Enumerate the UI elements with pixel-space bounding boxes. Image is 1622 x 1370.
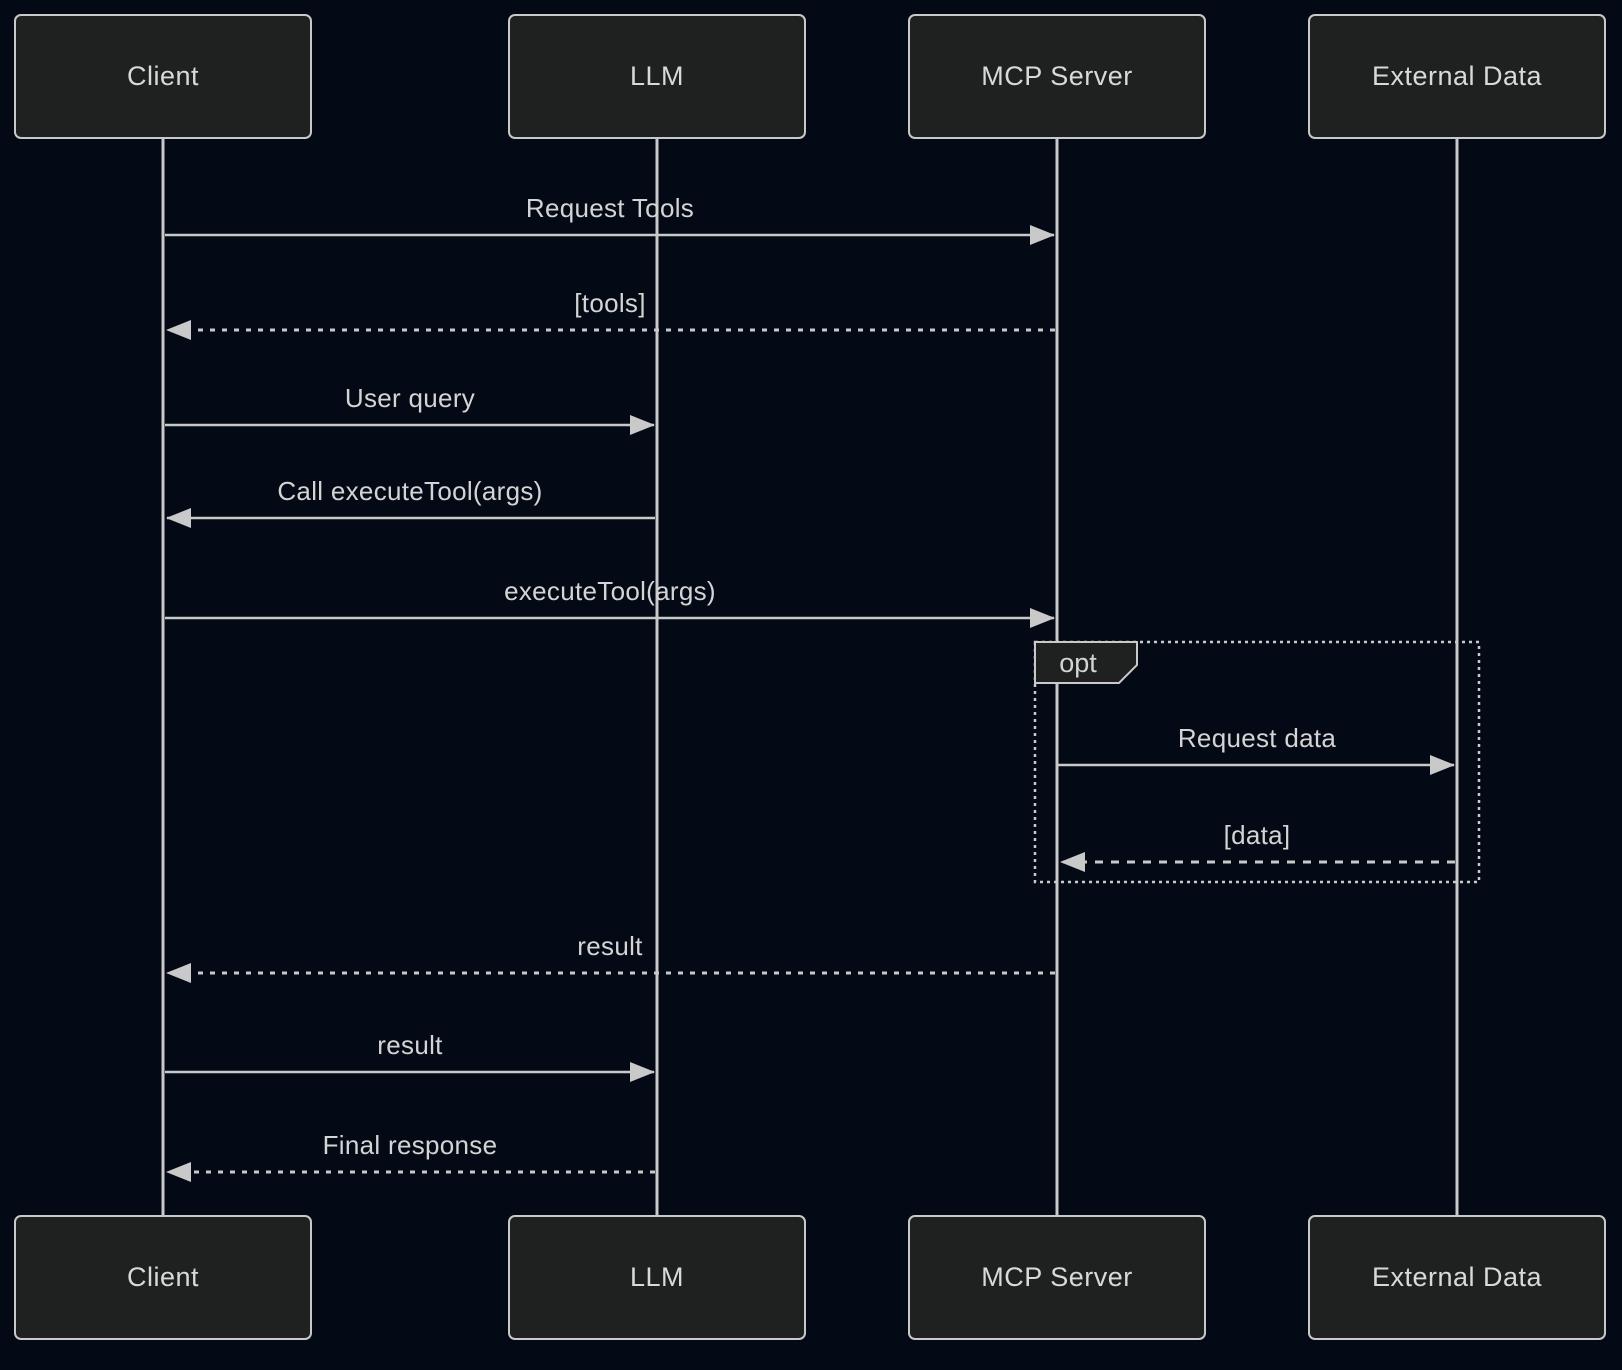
message-label-call-executetool: Call executeTool(args)	[277, 476, 543, 506]
message-label-request-data: Request data	[1177, 723, 1337, 753]
opt-fragment-tab	[1034, 641, 1138, 684]
actor-box-mcp-server-top: MCP Server	[908, 14, 1206, 139]
actor-box-llm-top: LLM	[508, 14, 806, 139]
message-label-executetool: executeTool(args)	[504, 576, 716, 606]
actor-box-llm-bottom: LLM	[508, 1215, 806, 1340]
actor-box-client-top: Client	[14, 14, 312, 139]
actor-box-external-data-top: External Data	[1308, 14, 1606, 139]
message-label-request-tools: Request Tools	[525, 193, 695, 223]
message-label-user-query: User query	[344, 383, 476, 413]
message-label-tools-return: [tools]	[574, 288, 646, 318]
opt-fragment-label: opt	[1059, 648, 1097, 678]
message-label-final-response: Final response	[322, 1130, 498, 1160]
message-label-result-to-client: result	[577, 931, 643, 961]
actor-box-client-bottom: Client	[14, 1215, 312, 1340]
opt-fragment-frame	[1033, 640, 1481, 884]
actor-box-mcp-server-bottom: MCP Server	[908, 1215, 1206, 1340]
actor-box-external-data-bottom: External Data	[1308, 1215, 1606, 1340]
message-label-data-return: [data]	[1223, 820, 1291, 850]
message-label-result-to-llm: result	[377, 1030, 443, 1060]
